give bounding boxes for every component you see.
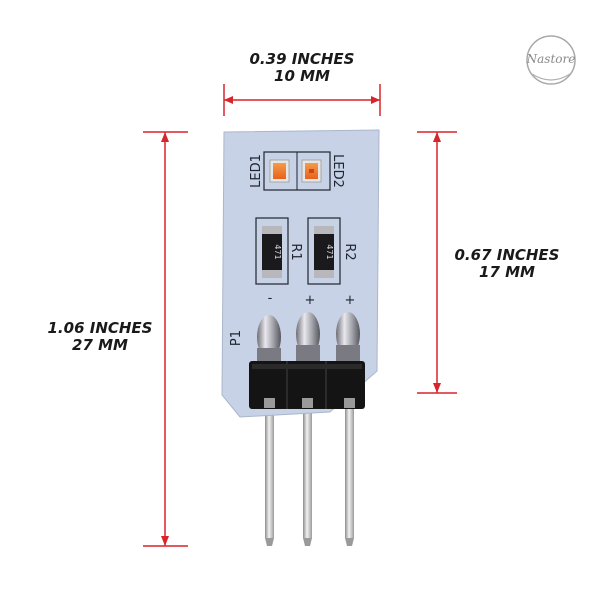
pins	[265, 408, 354, 546]
height-dimension-label: 1.06 INCHES 27 MM	[30, 320, 170, 354]
board-dimension-line	[417, 131, 457, 394]
logo-text: Nastore	[526, 52, 576, 66]
label-minus: -	[268, 291, 273, 306]
board-inches: 0.67 INCHES	[454, 246, 560, 264]
height-inches: 1.06 INCHES	[47, 319, 153, 337]
resistor-r2: 471	[314, 226, 334, 278]
label-plus2: +	[345, 293, 356, 308]
width-dimension-line	[223, 84, 381, 116]
height-mm: 27 MM	[72, 336, 128, 354]
logo: Nastore	[526, 35, 576, 85]
label-led1: LED1	[249, 154, 264, 188]
svg-text:471: 471	[273, 244, 282, 259]
width-inches: 0.39 INCHES	[249, 50, 355, 68]
label-p1: P1	[229, 330, 244, 346]
board-dimension-label: 0.67 INCHES 17 MM	[432, 247, 582, 281]
label-led2: LED2	[330, 154, 345, 188]
label-r2: R2	[342, 243, 357, 260]
width-dimension-label: 0.39 INCHES 10 MM	[232, 51, 372, 85]
width-mm: 10 MM	[274, 67, 330, 85]
pin-header	[249, 361, 365, 409]
svg-text:471: 471	[325, 244, 334, 259]
label-plus1: +	[305, 293, 316, 308]
resistor-r1: 471	[262, 226, 282, 278]
label-r1: R1	[288, 243, 303, 260]
logo-circle	[526, 35, 576, 85]
solder-joints	[257, 312, 360, 362]
board-mm: 17 MM	[479, 263, 535, 281]
height-dimension-line	[143, 131, 188, 547]
